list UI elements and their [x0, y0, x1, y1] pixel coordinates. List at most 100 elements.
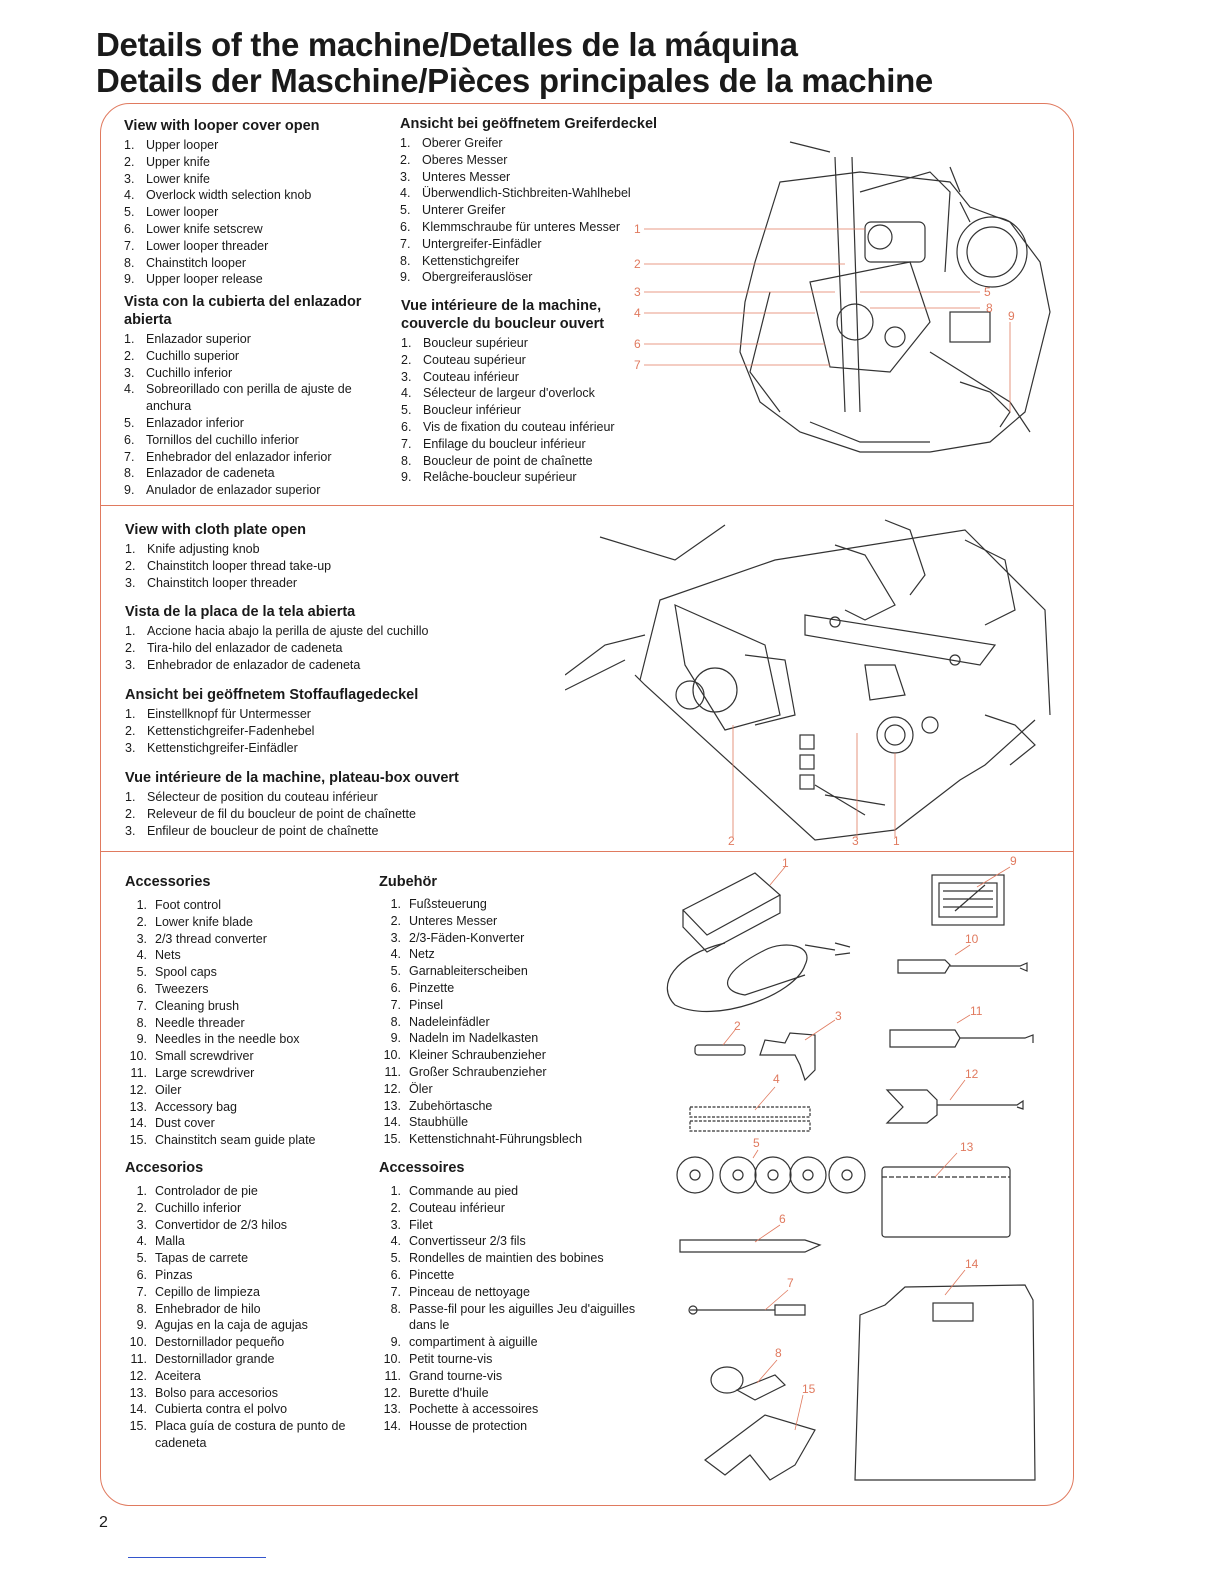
section2-es-list: 1.Accione hacia abajo la perilla de ajus… — [125, 623, 428, 673]
list-item: 9.Obergreiferauslöser — [400, 269, 657, 286]
list-item: 14.Cubierta contra el polvo — [125, 1401, 365, 1418]
list-item-text: Lower knife — [146, 171, 210, 186]
list-item: 3.Kettenstichgreifer-Einfädler — [125, 740, 418, 757]
list-item: 6.Vis de fixation du couteau inférieur — [401, 419, 615, 436]
list-item-text: Cepillo de limpieza — [155, 1284, 260, 1299]
list-item: 5.Boucleur inférieur — [401, 402, 615, 419]
list-item: 5.Lower looper — [124, 204, 320, 221]
section-divider-1 — [100, 505, 1074, 506]
list-item-text: Anulador de enlazador superior — [146, 483, 321, 498]
list-item: 12.Aceitera — [125, 1368, 365, 1385]
list-item: 1.Accione hacia abajo la perilla de ajus… — [125, 623, 428, 640]
list-item: 13.Accessory bag — [125, 1099, 316, 1116]
callout-acc-14: 14 — [965, 1257, 979, 1271]
list-item-text: Unteres Messer — [409, 913, 498, 928]
list-item-text: Oberer Greifer — [422, 136, 503, 150]
list-item-text: Knife adjusting knob — [147, 542, 260, 556]
list-item-number: 7. — [124, 449, 135, 464]
list-item-number: 6. — [124, 221, 135, 236]
section2-en: View with cloth plate open 1.Knife adjus… — [125, 521, 331, 591]
list-item: 11.Grand tourne-vis — [384, 1368, 503, 1383]
list-item: 6.Tornillos del cuchillo inferior — [124, 432, 374, 449]
list-item-number: 5. — [136, 1251, 147, 1266]
list-item-text: Kettenstichnaht-Führungsblech — [409, 1132, 583, 1147]
list-item: 3. Lower knife — [124, 171, 320, 188]
list-item-number: 9. — [136, 1032, 147, 1047]
list-item: 9.Agujas en la caja de agujas — [125, 1317, 365, 1334]
list-item: 4.Nets — [125, 947, 316, 964]
needle-threader-drawing — [710, 1366, 787, 1401]
footer-link-underline[interactable] — [128, 1557, 266, 1558]
list-item-text: Couteau supérieur — [423, 352, 526, 367]
list-item-text: Boucleur de point de chaînette — [423, 453, 593, 468]
list-item-number: 2. — [124, 154, 135, 169]
accessory-bag-drawing — [881, 1166, 1011, 1238]
list-item-number: 2. — [125, 558, 136, 573]
list-item-text: Netz — [409, 947, 435, 962]
list-item: 15.Kettenstichnaht-Führungsblech — [379, 1131, 582, 1148]
list-item-text: Cubierta contra el polvo — [155, 1402, 288, 1417]
machine-cloth-plate-open-illustration: 2 3 1 — [565, 519, 1051, 848]
list-item-text: Enhebrador de hilo — [155, 1301, 261, 1316]
list-item: 1.Knife adjusting knob — [125, 541, 331, 558]
callout-3b: 3 — [852, 834, 859, 848]
list-item-text: Couteau inférieur — [423, 369, 519, 384]
list-item-number: 7. — [136, 1284, 147, 1299]
list-item-number: 2. — [136, 914, 147, 929]
list-item-text: Spool caps — [155, 965, 217, 980]
list-item-number: 15. — [129, 1419, 147, 1434]
list-item: 7.Lower looper threader — [124, 238, 320, 255]
list-item-text: Enhebrador de enlazador de cadeneta — [147, 657, 361, 672]
list-item-text: Pinsel — [409, 997, 444, 1012]
list-item: 2.Releveur de fil du boucleur de point d… — [125, 806, 459, 823]
list-item-text: Garnableiterscheiben — [409, 964, 528, 979]
list-item: 1.Boucleur supérieur — [401, 335, 615, 352]
list-item: 4.Sélecteur de largeur d'overlock — [401, 385, 615, 402]
list-item-number: 11. — [384, 1064, 401, 1079]
list-item: 11.Large screwdriver — [125, 1065, 316, 1082]
list-item-text: Fußsteuerung — [409, 897, 487, 911]
list-item: 11.Großer Schraubenzieher — [379, 1064, 582, 1081]
list-item-number: 2. — [124, 348, 135, 363]
list-item: 8.Enhebrador de hilo — [125, 1301, 365, 1318]
section3-fr-heading: Accessoires — [379, 1160, 465, 1176]
callout-7: 7 — [634, 358, 641, 372]
section2-de-heading: Ansicht bei geöffnetem Stoffauflagedecke… — [125, 687, 419, 703]
list-item-text: Lower knife blade — [155, 914, 253, 929]
list-item: 7.Untergreifer-Einfädler — [400, 236, 657, 253]
list-item: 10.Petit tourne-vis — [383, 1351, 493, 1366]
list-item: 7.Pinsel — [379, 997, 582, 1014]
list-item-text: Tornillos del cuchillo inferior — [146, 432, 299, 447]
list-item: 3.Enhebrador de enlazador de cadeneta — [125, 657, 428, 674]
needle-box-drawing — [931, 874, 1005, 926]
section2-callouts: 2 3 1 — [728, 834, 900, 848]
list-item-text: Klemmschraube für unteres Messer — [422, 219, 620, 234]
list-item: 5.Unterer Greifer — [400, 202, 657, 219]
list-item-number: 4. — [400, 186, 411, 201]
list-item-text: Unteres Messer — [422, 169, 511, 184]
list-item: 12.Oiler — [125, 1082, 316, 1099]
list-item-number: 7. — [124, 238, 135, 253]
list-item-number: 5. — [124, 205, 135, 220]
section1-de: Ansicht bei geöffnetem Greiferdeckel 1.O… — [400, 115, 657, 286]
list-item-text: Kettenstichgreifer-Einfädler — [147, 740, 298, 755]
list-item-text: Einstellknopf für Untermesser — [147, 707, 311, 721]
list-item-number: 13. — [129, 1099, 147, 1114]
list-item-number: 8. — [136, 1015, 147, 1030]
list-item: 3.Cuchillo inferior — [124, 365, 374, 382]
list-item: 14.Dust cover — [125, 1115, 316, 1132]
list-item: 3.Filet — [390, 1217, 433, 1232]
list-item: 13.Zubehörtasche — [379, 1098, 582, 1115]
list-item-text: Upper looper release — [146, 272, 263, 287]
list-item-text: Nets — [155, 948, 181, 963]
callout-6: 6 — [634, 337, 641, 351]
list-item: 9.Anulador de enlazador superior — [124, 482, 374, 499]
list-item: 8.Needle threader — [125, 1015, 316, 1032]
list-item-text: Cuchillo inferior — [146, 365, 233, 380]
list-item-number: 3. — [124, 171, 135, 186]
